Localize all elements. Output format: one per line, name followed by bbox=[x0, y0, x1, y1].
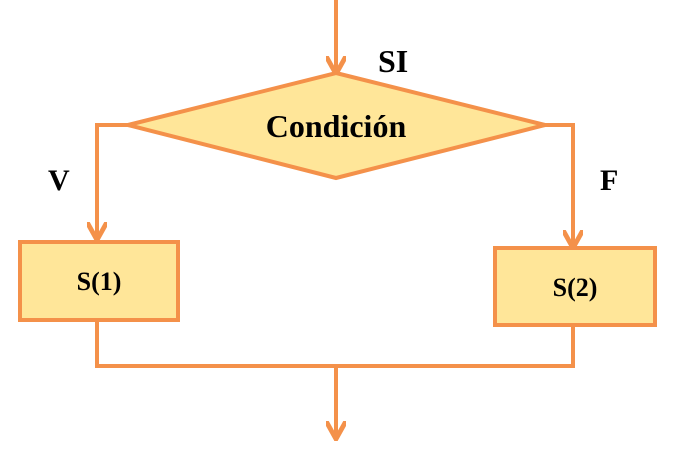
statement-1-text: S(1) bbox=[77, 267, 122, 296]
true-label: V bbox=[48, 164, 70, 197]
statement-2-text: S(2) bbox=[553, 273, 598, 302]
statement-box-2 bbox=[493, 246, 657, 327]
si-label: SI bbox=[378, 43, 408, 79]
statement-box-1 bbox=[18, 240, 180, 322]
false-branch-arrow bbox=[543, 123, 573, 246]
false-label: F bbox=[600, 164, 618, 197]
true-branch-arrow bbox=[97, 123, 130, 238]
condition-diamond bbox=[127, 70, 546, 181]
condition-text: Condición bbox=[266, 108, 407, 144]
